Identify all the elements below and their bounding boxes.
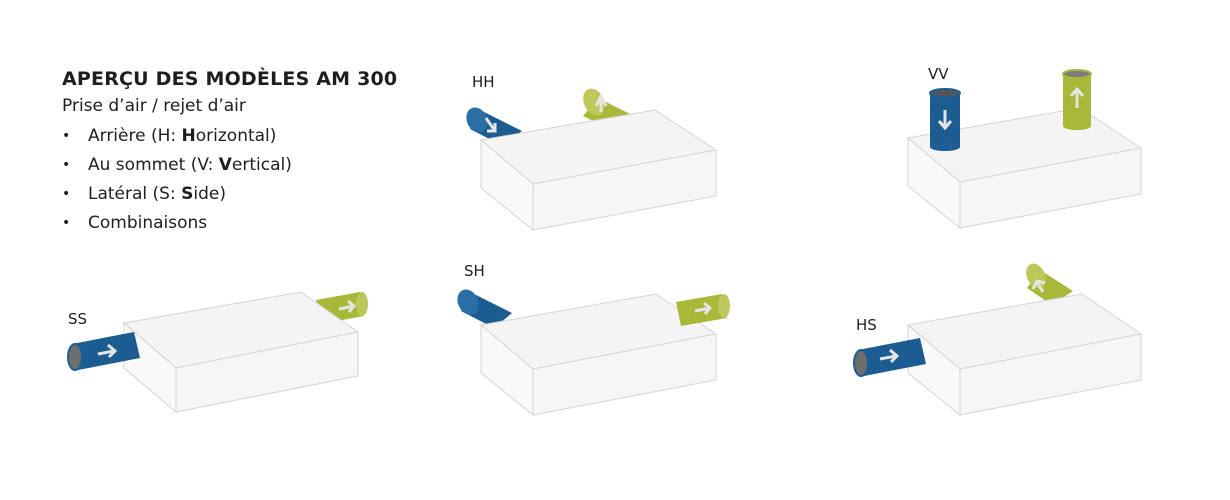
unit-box: [479, 109, 718, 232]
unit-box: [906, 293, 1143, 417]
exhaust-duct: [1062, 69, 1092, 130]
page-subtitle: Prise d’air / rejet d’air: [62, 96, 246, 116]
intake-duct: [929, 88, 961, 151]
model-hh: HH: [466, 73, 718, 232]
arrow-up-icon: [1031, 279, 1046, 293]
intake-duct: [457, 289, 512, 328]
intake-duct: [67, 332, 140, 371]
exhaust-duct: [676, 294, 730, 326]
bullet-item-rear: Arrière (H: Horizontal): [62, 122, 397, 151]
model-ss: SS: [67, 291, 368, 414]
arrow-down-icon: [937, 110, 953, 131]
arrow-up-icon: [594, 92, 608, 112]
unit-box: [479, 293, 718, 417]
model-label-sh: SH: [464, 262, 485, 280]
bullet-list: Arrière (H: Horizontal) Au sommet (V: Ve…: [62, 122, 397, 238]
exhaust-duct: [583, 88, 636, 130]
legend-panel: APERÇU DES MODÈLES AM 300 Prise d’air / …: [62, 68, 397, 238]
model-hs: HS: [853, 263, 1143, 417]
arrow-up-icon: [1069, 86, 1085, 108]
arrow-right-icon: [879, 348, 900, 364]
model-label-vv: VV: [928, 65, 949, 83]
bullet-item-side: Latéral (S: Side): [62, 180, 397, 209]
bullet-item-top: Au sommet (V: Vertical): [62, 151, 397, 180]
arrow-right-icon: [338, 299, 357, 313]
model-label-hs: HS: [856, 316, 877, 334]
page-title: APERÇU DES MODÈLES AM 300: [62, 68, 398, 90]
intake-duct: [853, 338, 926, 377]
arrow-right-icon: [97, 343, 118, 359]
model-vv: VV: [906, 65, 1143, 230]
unit-box: [122, 291, 360, 414]
arrow-down-icon: [484, 117, 497, 133]
model-label-ss: SS: [68, 310, 87, 328]
model-label-hh: HH: [472, 73, 495, 91]
arrow-right-icon: [694, 301, 713, 315]
model-sh: SH: [457, 262, 730, 417]
exhaust-duct: [1026, 263, 1073, 305]
bullet-item-combinations: Combinaisons: [62, 209, 397, 238]
